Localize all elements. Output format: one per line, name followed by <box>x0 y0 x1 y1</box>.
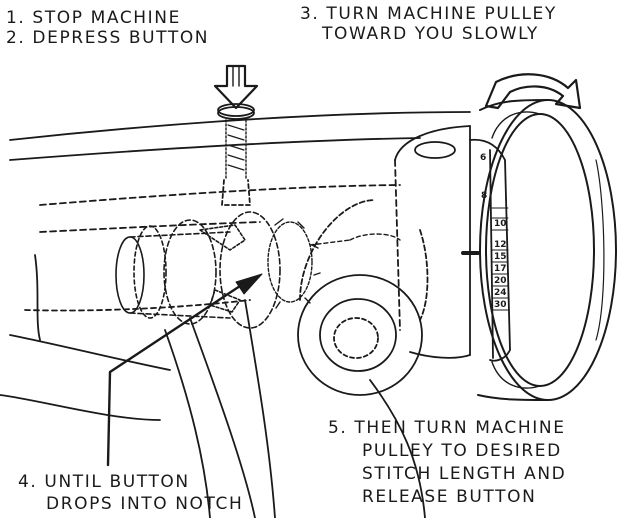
dial-number: 12 <box>494 240 507 250</box>
main-shaft <box>115 211 281 329</box>
notch-disk <box>297 199 429 396</box>
step-5-line-4: RELEASE BUTTON <box>362 487 537 507</box>
gear-icon <box>267 218 401 309</box>
release-button <box>217 103 255 206</box>
step-4-caption: 4. UNTIL BUTTON DROPS INTO NOTCH <box>18 471 243 515</box>
dial-number: 15 <box>494 252 507 262</box>
press-arrow-icon <box>213 64 259 110</box>
dial-number: 17 <box>494 264 507 274</box>
hand-wheel-pulley <box>477 99 617 401</box>
dial-number: 6 <box>480 153 486 163</box>
pulley-housing <box>394 125 471 359</box>
step-3-line-1: 3. TURN MACHINE PULLEY <box>300 4 557 24</box>
dial-number: 24 <box>494 288 507 298</box>
dial-number: 8 <box>481 191 487 201</box>
step-4-line-1: 4. UNTIL BUTTON <box>18 472 190 492</box>
step-4-line-2: DROPS INTO NOTCH <box>46 494 244 514</box>
step-5-caption: 5. THEN TURN MACHINE PULLEY TO DESIRED S… <box>328 417 566 509</box>
machine-arm <box>0 111 471 518</box>
dial-number: 20 <box>494 276 507 286</box>
step-5-line-2: PULLEY TO DESIRED <box>362 441 562 461</box>
step-1-caption: 1. STOP MACHINE 2. DEPRESS BUTTON <box>6 8 209 48</box>
dial-number: 10 <box>494 219 507 229</box>
step-1-text: 1. STOP MACHINE <box>6 8 181 28</box>
step-3-line-2: TOWARD YOU SLOWLY <box>322 24 539 44</box>
step-3-caption: 3. TURN MACHINE PULLEY TOWARD YOU SLOWLY <box>300 4 557 44</box>
step-2-text: 2. DEPRESS BUTTON <box>6 28 210 48</box>
step-5-line-1: 5. THEN TURN MACHINE <box>328 418 566 438</box>
dial-number: 30 <box>494 300 507 310</box>
step-5-line-3: STITCH LENGTH AND <box>362 464 567 484</box>
stitch-length-dial <box>461 138 511 362</box>
notch-pointer-arrow <box>106 273 263 467</box>
rotate-toward-arrow-icon <box>484 73 582 110</box>
dial-tick-marks <box>491 207 509 311</box>
dial-scale: 6 8 10 12 15 17 20 24 30 <box>480 153 507 310</box>
